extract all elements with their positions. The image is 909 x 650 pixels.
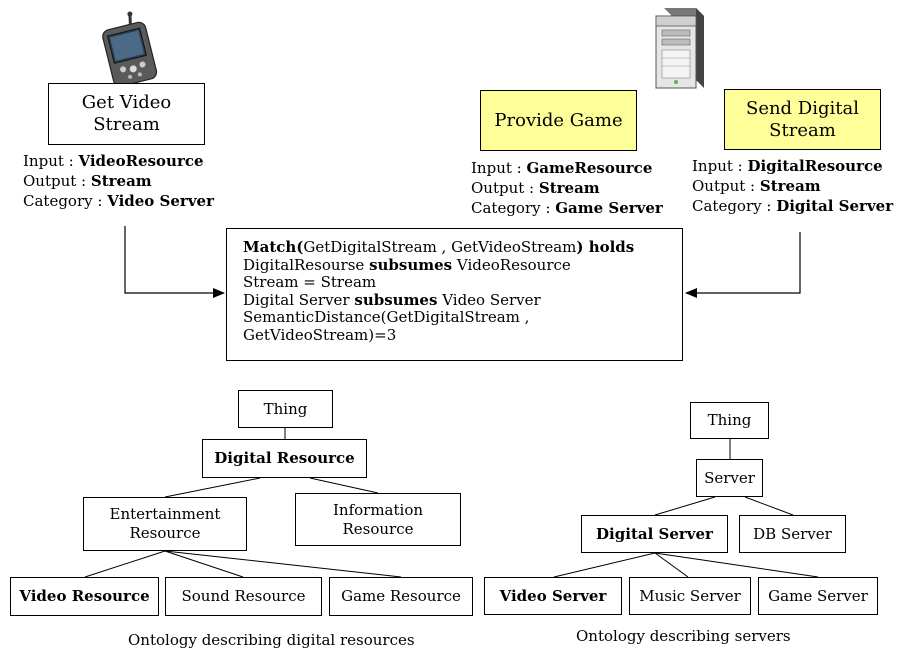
pda-device-icon — [102, 11, 158, 87]
game-server-node: Game Server — [758, 577, 878, 615]
input-row: Input : GameResource — [471, 159, 653, 177]
video-server-node: Video Server — [484, 577, 622, 615]
music-server-node: Music Server — [629, 577, 751, 615]
send-digital-stream-service: Send Digital Stream — [724, 89, 881, 150]
digital-server-node: Digital Server — [581, 515, 728, 553]
category-row: Category : Video Server — [23, 192, 214, 210]
server-node: Server — [696, 459, 763, 497]
output-row: Output : Stream — [23, 172, 152, 190]
game-resource-node: Game Resource — [329, 577, 473, 616]
match-line: DigitalResourse subsumes VideoResource — [243, 255, 571, 274]
resource-tree-edges — [84, 428, 402, 578]
provide-game-service: Provide Game — [480, 90, 637, 151]
match-line: Match(GetDigitalStream , GetVideoStream)… — [243, 238, 635, 256]
game-service-properties: Input : GameResource Output : Stream Cat… — [471, 158, 663, 218]
left-arrow — [124, 226, 225, 298]
match-line: SemanticDistance(GetDigitalStream , — [243, 308, 530, 326]
service-title: Provide Game — [494, 109, 623, 131]
get-video-stream-service: Get Video Stream — [48, 83, 205, 145]
output-row: Output : Stream — [471, 179, 600, 197]
node-label-line: Resource — [342, 519, 414, 538]
service-title-line: Stream — [769, 119, 836, 141]
server-tower-icon — [655, 8, 704, 89]
right-arrow — [685, 232, 801, 298]
service-title-line: Send Digital — [745, 97, 859, 119]
match-line: Stream = Stream — [243, 273, 377, 291]
resource-ontology-caption: Ontology describing digital resources — [128, 631, 415, 649]
server-tree-edges — [553, 439, 819, 578]
input-row: Input : VideoResource — [23, 152, 204, 170]
match-line: GetVideoStream)=3 — [243, 325, 397, 344]
information-resource-node: Information Resource — [295, 493, 461, 546]
node-label-line: Resource — [129, 524, 201, 542]
category-row: Category : Digital Server — [692, 197, 894, 215]
digital-service-properties: Input : DigitalResource Output : Stream … — [692, 156, 893, 216]
match-result-box: Match(GetDigitalStream , GetVideoStream)… — [226, 228, 683, 361]
category-row: Category : Game Server — [471, 199, 663, 217]
service-title-line: Stream — [93, 114, 160, 135]
resource-thing-node: Thing — [238, 390, 333, 428]
entertainment-resource-node: Entertainment Resource — [83, 497, 247, 551]
server-ontology-caption: Ontology describing servers — [576, 627, 791, 645]
service-title-line: Get Video — [81, 92, 172, 113]
db-server-node: DB Server — [739, 515, 846, 553]
server-thing-node: Thing — [690, 402, 769, 439]
input-row: Input : DigitalResource — [692, 157, 883, 175]
output-row: Output : Stream — [692, 177, 821, 195]
node-label-line: Information — [332, 500, 424, 519]
digital-resource-node: Digital Resource — [202, 439, 367, 478]
video-service-properties: Input : VideoResource Output : Stream Ca… — [23, 151, 214, 211]
match-line: Digital Server subsumes Video Server — [243, 290, 541, 309]
node-label-line: Entertainment — [109, 505, 221, 523]
video-resource-node: Video Resource — [10, 577, 159, 616]
sound-resource-node: Sound Resource — [165, 577, 322, 616]
